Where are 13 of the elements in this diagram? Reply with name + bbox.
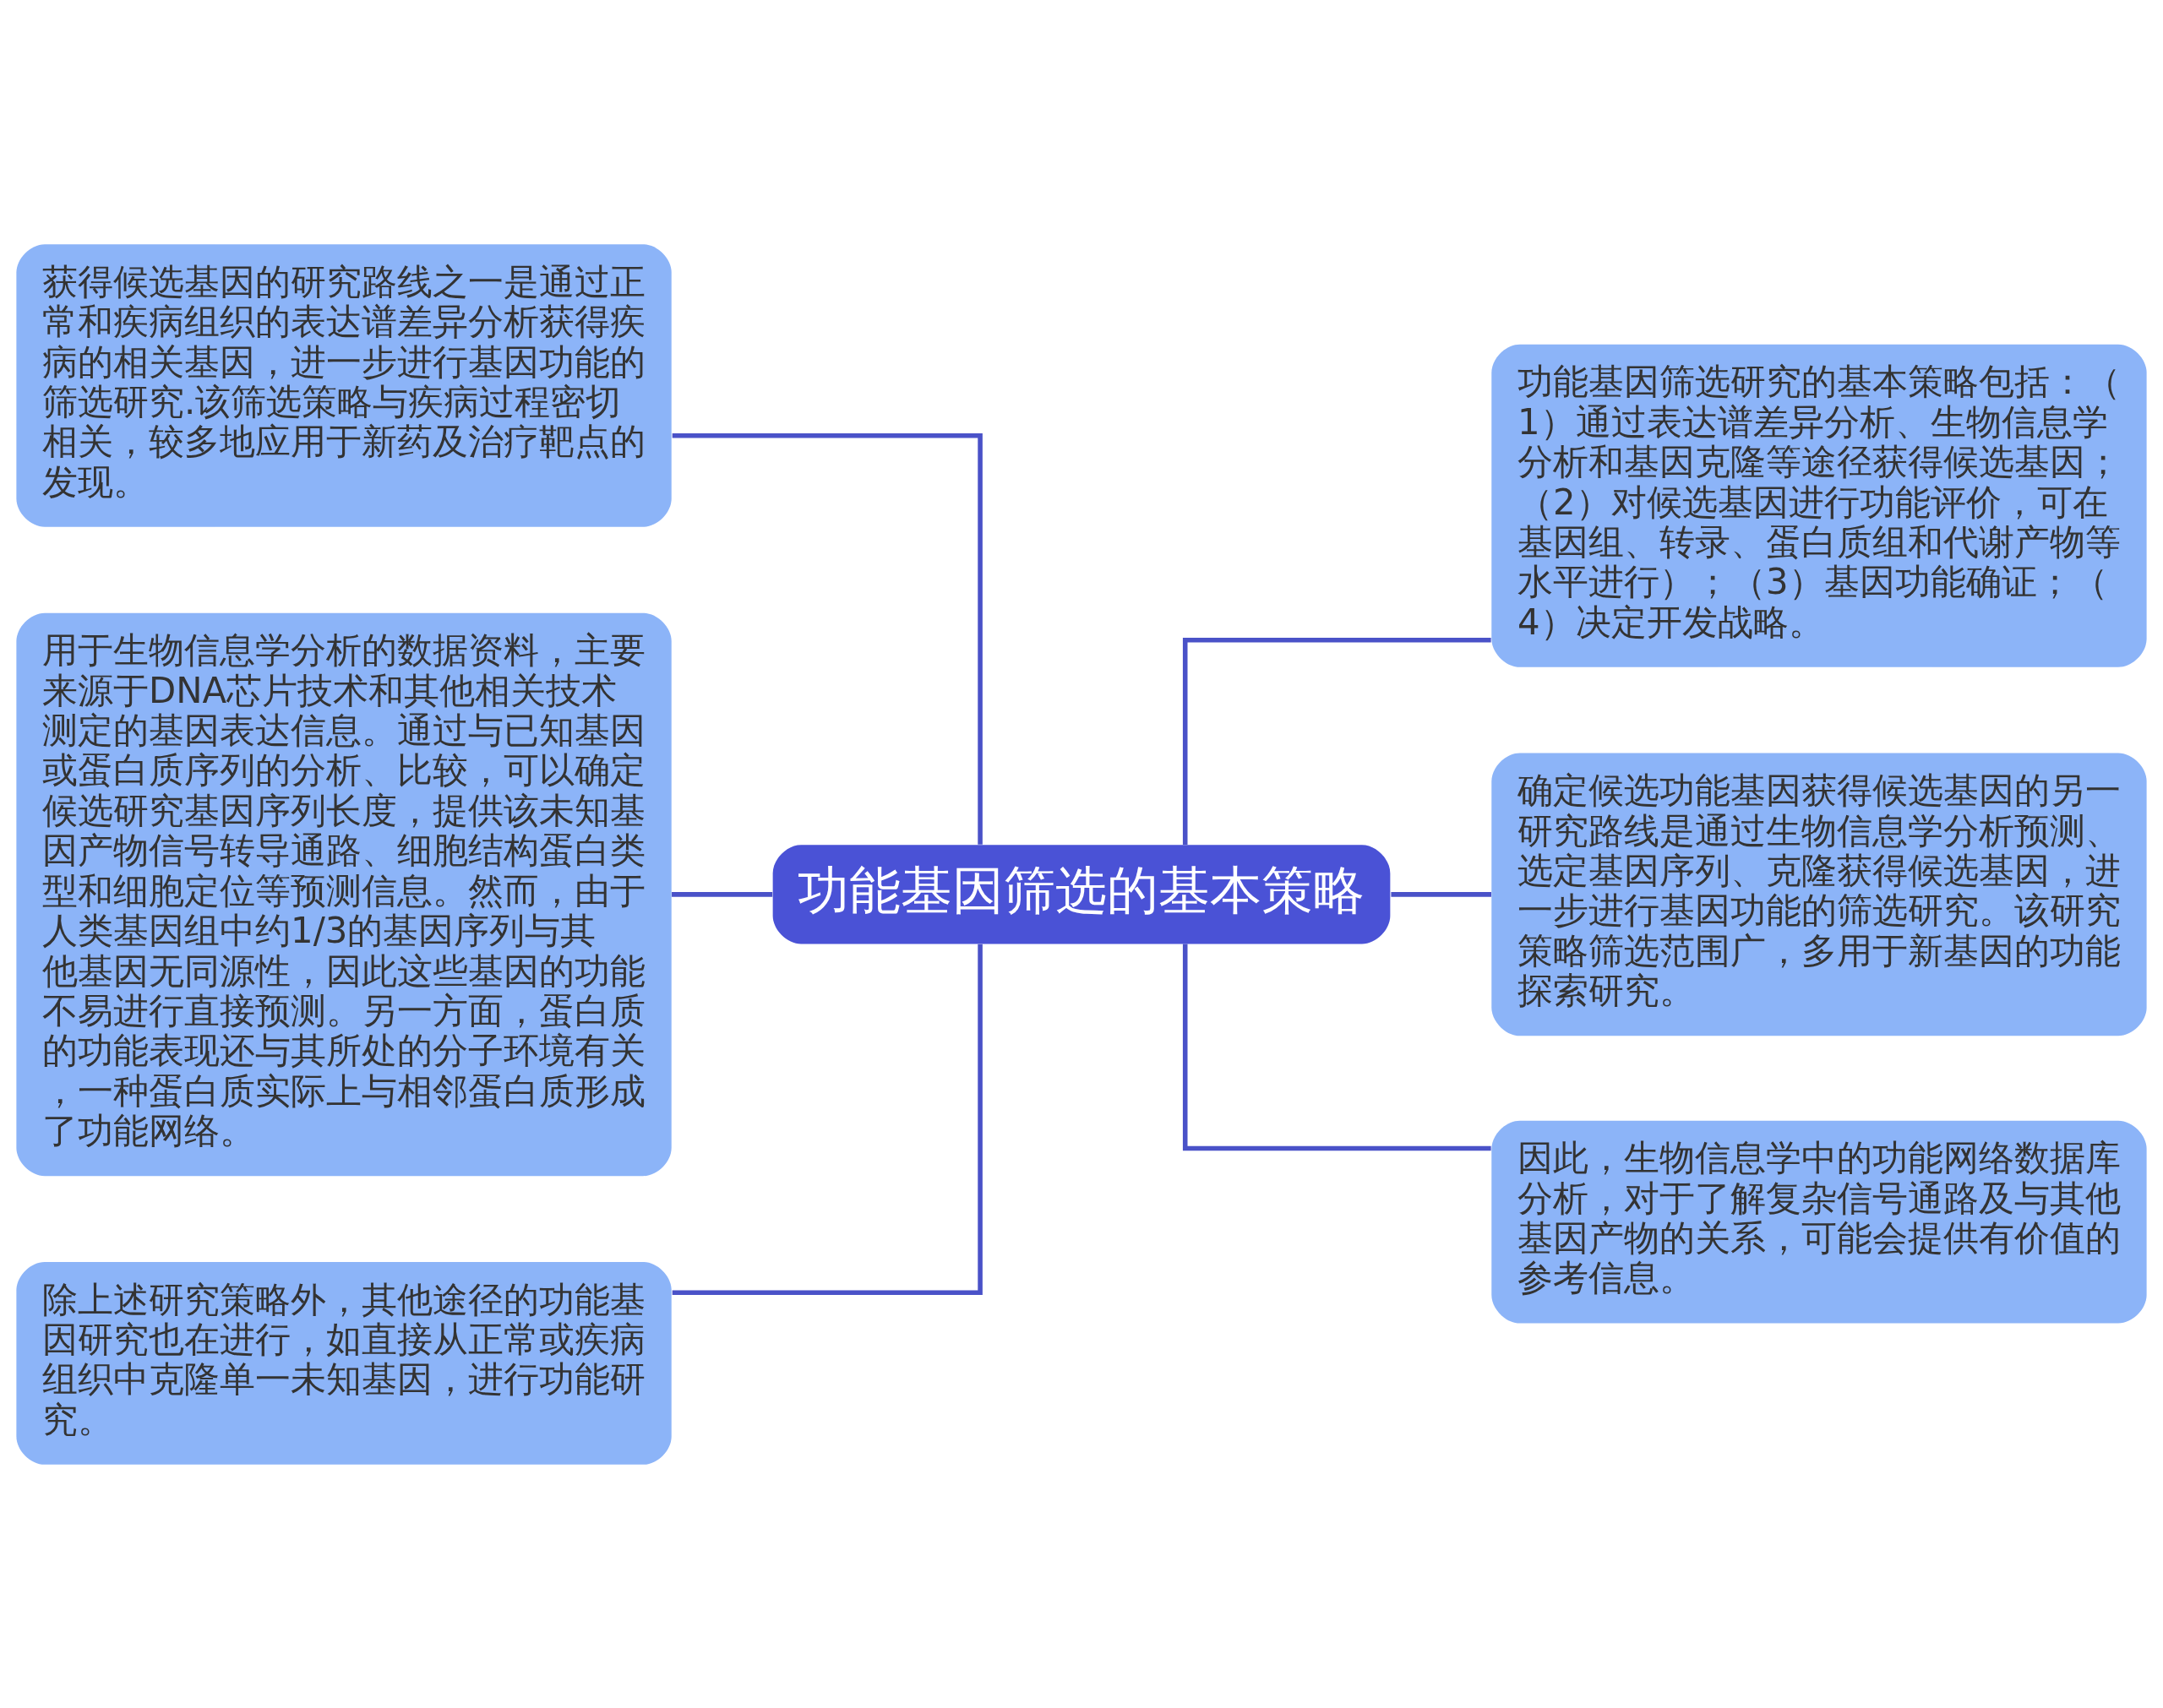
connector: [1391, 891, 1491, 897]
connector: [672, 944, 983, 1295]
connector: [1182, 944, 1491, 1150]
connector: [672, 432, 983, 845]
node-box: 功能基因筛选研究的基本策略包括：（1）通过表达谱差异分析、生物信息学分析和基因克隆等途径获得候选基因；（2）对候选基因进行功能评价，可在基因组、转录、蛋白质组和代谢产物等水平进行）；（3）基因功能确证；（4）决定开发战略。: [1491, 344, 2147, 667]
node-box: 功能基因筛选的基本策略: [772, 844, 1391, 944]
node-box: 用于生物信息学分析的数据资料，主要来源于DNA芯片技术和其他相关技术测定的基因表达信息。通过与已知基因或蛋白质序列的分析、比较，可以确定候选研究基因序列长度，提供该未知基因产物信号转导通路、细胞结构蛋白类型和细胞定位等预测信息。然而，由于人类基因组中约1/3的基因序列与其他基因无同源性，因此这些基因的功能不易进行直接预测。另一方面，蛋白质的功能表现还与其所处的分子环境有关，一种蛋白质实际上与相邻蛋白质形成了功能网络。: [16, 612, 672, 1176]
node-box: 确定候选功能基因获得候选基因的另一研究路线是通过生物信息学分析预测、选定基因序列、克隆获得候选基因，进一步进行基因功能的筛选研究。该研究策略筛选范围广，多用于新基因的功能探索研究。: [1491, 753, 2147, 1036]
node-box: 除上述研究策略外，其他途径的功能基因研究也在进行，如直接从正常或疾病组织中克隆单一未知基因，进行功能研究。: [16, 1261, 672, 1465]
node-box: 因此，生物信息学中的功能网络数据库分析，对于了解复杂信号通路及与其他基因产物的关系，可能会提供有价值的参考信息。: [1491, 1120, 2147, 1323]
node-box: 获得候选基因的研究路线之一是通过正常和疾病组织的表达谱差异分析获得疾病的相关基因，进一步进行基因功能的筛选研究.该筛选策略与疾病过程密切相关，较多地应用于新药及治疗靶点的发现。: [16, 243, 672, 527]
connector: [1182, 637, 1491, 845]
connector: [672, 891, 773, 897]
